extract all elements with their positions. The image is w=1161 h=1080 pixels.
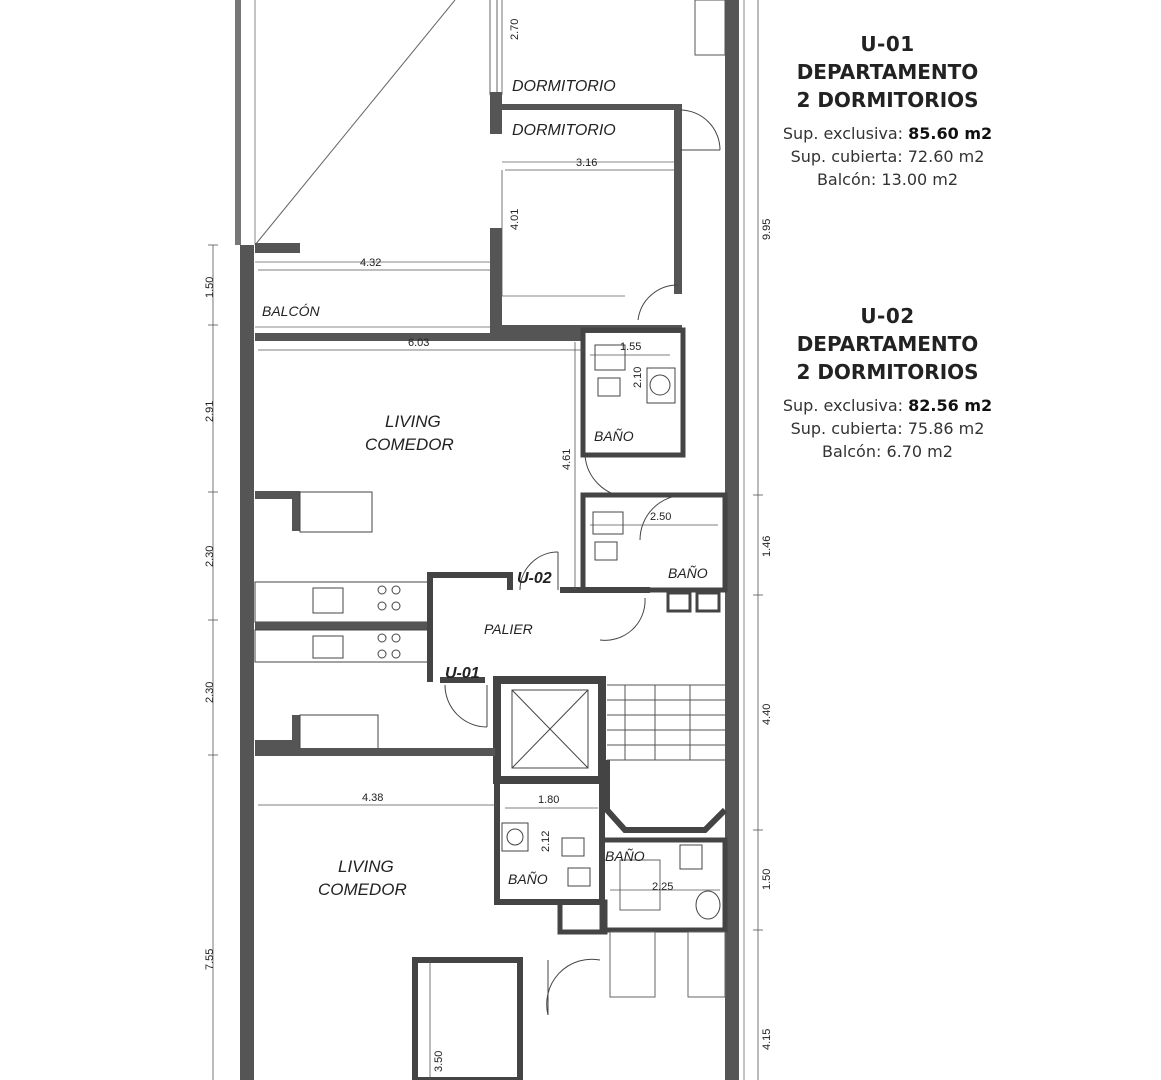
comedor-label-1: COMEDOR — [365, 435, 454, 454]
dim-label: 2.91 — [204, 401, 216, 422]
dim-label: 4.40 — [761, 704, 773, 725]
dim-label: 3.50 — [433, 1051, 445, 1072]
balcon-row: Balcón: 6.70 m2 — [770, 440, 1005, 463]
dim-label: 1.55 — [620, 341, 641, 353]
bano-label-3: BAÑO — [508, 871, 548, 887]
unit-title-line2: 2 DORMITORIOS — [796, 88, 979, 112]
unit-tag-u01: U-01 — [445, 665, 480, 682]
dim-label: 4.15 — [761, 1029, 773, 1050]
sup-cubierta-label: Sup. cubierta: — [790, 147, 903, 166]
sup-exclusiva-label: Sup. exclusiva: — [782, 124, 904, 143]
left-exterior-wall — [240, 245, 254, 1080]
dim-label: 4.38 — [362, 792, 383, 804]
dim-label: 2.30 — [204, 546, 216, 567]
left-exterior-wall-upper — [235, 0, 241, 245]
unit-code: U-02 — [860, 304, 915, 328]
bano-label-2: BAÑO — [668, 565, 708, 581]
dim-label: 2.12 — [540, 831, 552, 852]
sup-exclusiva-value: 82.56 m2 — [908, 396, 993, 415]
balcon-label: Balcón: — [816, 170, 877, 189]
balcon-label: Balcón: — [822, 442, 882, 461]
sup-cubierta-row: Sup. cubierta: 72.60 m2 — [770, 145, 1005, 168]
dim-label: 2.25 — [652, 881, 673, 893]
sup-cubierta-label: Sup. cubierta: — [790, 419, 903, 438]
dim-label: 1.46 — [761, 536, 773, 557]
unit-title-line2: 2 DORMITORIOS — [796, 360, 979, 384]
dim-label: 2.50 — [650, 511, 671, 523]
living-label-2: LIVING — [338, 857, 394, 876]
unit-tag-u02: U-02 — [517, 570, 552, 587]
comedor-label-2: COMEDOR — [318, 880, 407, 899]
bano-label-1: BAÑO — [594, 428, 634, 444]
balcon-value: 13.00 m2 — [881, 170, 959, 189]
balcon-row: Balcón: 13.00 m2 — [770, 168, 1005, 191]
dormitorio-label-2: DORMITORIO — [512, 122, 616, 139]
living-label-1: LIVING — [385, 412, 441, 431]
bano-label-4: BAÑO — [605, 848, 645, 864]
dim-label: 4.61 — [561, 449, 573, 470]
sup-exclusiva-label: Sup. exclusiva: — [782, 396, 904, 415]
dim-label: 2.10 — [632, 367, 644, 388]
dim-label: 6.03 — [408, 337, 429, 349]
balcon-label: BALCÓN — [262, 303, 320, 319]
dim-label: 4.01 — [509, 209, 521, 230]
sup-cubierta-row: Sup. cubierta: 75.86 m2 — [770, 417, 1005, 440]
sup-cubierta-value: 72.60 m2 — [907, 147, 985, 166]
balcon-value: 6.70 m2 — [886, 442, 953, 461]
palier-label: PALIER — [484, 621, 533, 637]
right-exterior-wall — [725, 0, 739, 1080]
dim-label: 7.55 — [204, 949, 216, 970]
dim-label: 1.80 — [538, 794, 559, 806]
sup-exclusiva-row: Sup. exclusiva: 82.56 m2 — [770, 394, 1005, 417]
dim-label: 2.30 — [204, 682, 216, 703]
dim-label: 1.50 — [761, 869, 773, 890]
dim-label: 1.50 — [204, 277, 216, 298]
unit-info-u01: U-01 DEPARTAMENTO 2 DORMITORIOS Sup. exc… — [770, 30, 1005, 191]
sup-exclusiva-value: 85.60 m2 — [908, 124, 993, 143]
dim-label: 4.32 — [360, 257, 381, 269]
sup-exclusiva-row: Sup. exclusiva: 85.60 m2 — [770, 122, 1005, 145]
sup-cubierta-value: 75.86 m2 — [907, 419, 985, 438]
dim-label: 3.16 — [576, 157, 597, 169]
dim-label: 9.95 — [761, 219, 773, 240]
unit-title-line1: DEPARTAMENTO — [796, 60, 979, 84]
unit-title-line1: DEPARTAMENTO — [796, 332, 979, 356]
unit-code: U-01 — [860, 32, 915, 56]
dormitorio-label-1: DORMITORIO — [512, 78, 616, 95]
dim-label: 2.70 — [509, 19, 521, 40]
unit-info-u02: U-02 DEPARTAMENTO 2 DORMITORIOS Sup. exc… — [770, 302, 1005, 463]
